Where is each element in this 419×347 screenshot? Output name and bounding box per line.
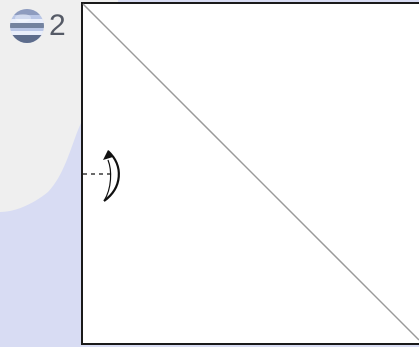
step-indicator: 2: [8, 7, 66, 45]
fold-behind-arrow: [103, 150, 120, 202]
globe-step-icon: [10, 9, 44, 43]
step-number: 2: [49, 9, 66, 42]
diagonal-fold-line: [82, 3, 419, 341]
